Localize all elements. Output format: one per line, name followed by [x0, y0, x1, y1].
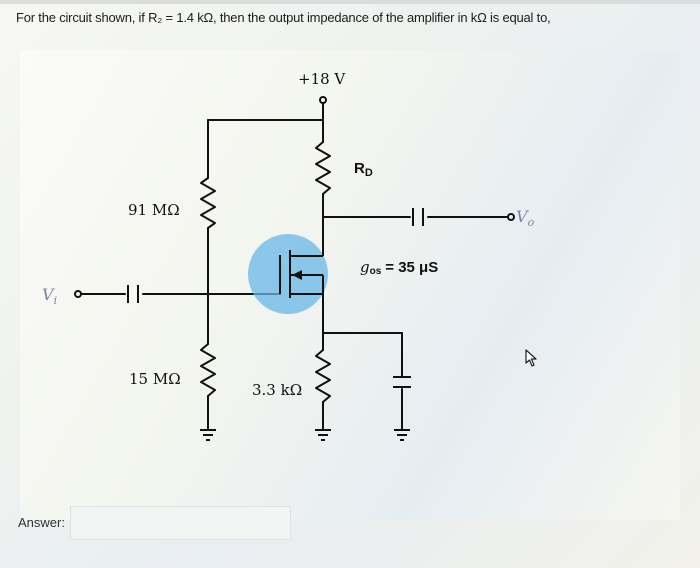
circuit-svg: +18 V RD 91 MΩ 15 MΩ 3.3 kΩ gos= 35 μS V… [42, 70, 535, 441]
answer-label: Answer: [18, 515, 65, 530]
vo-terminal [507, 213, 515, 221]
ground-icon [394, 429, 410, 441]
capacitor-out [412, 208, 424, 226]
mosfet-arrow [292, 270, 302, 280]
gos-label: gos= 35 μS [360, 258, 438, 277]
mouse-pointer-icon [525, 349, 537, 367]
resistor-r1 [200, 177, 216, 229]
resistor-rs [315, 349, 331, 403]
r2-label: 15 MΩ [129, 370, 181, 388]
capacitor-in [127, 285, 139, 303]
capacitor-bypass [393, 376, 411, 388]
rs-label: 3.3 kΩ [252, 381, 302, 399]
circuit-diagram: +18 V RD 91 MΩ 15 MΩ 3.3 kΩ gos= 35 μS V… [20, 50, 680, 520]
ground-icon [200, 429, 216, 441]
r1-label: 91 MΩ [128, 201, 180, 219]
resistor-r2 [200, 343, 216, 397]
ground-icon [315, 429, 331, 441]
answer-input[interactable] [70, 506, 291, 540]
resistor-rd [315, 141, 331, 195]
top-strip [0, 0, 700, 4]
answer-row: Answer: [18, 506, 291, 540]
supply-label: +18 V [298, 70, 346, 88]
vo-label: Vo [516, 207, 535, 229]
rd-label: RD [354, 160, 373, 179]
vi-label: Vi [42, 285, 57, 307]
question-text: For the circuit shown, if R₂ = 1.4 kΩ, t… [16, 10, 551, 25]
